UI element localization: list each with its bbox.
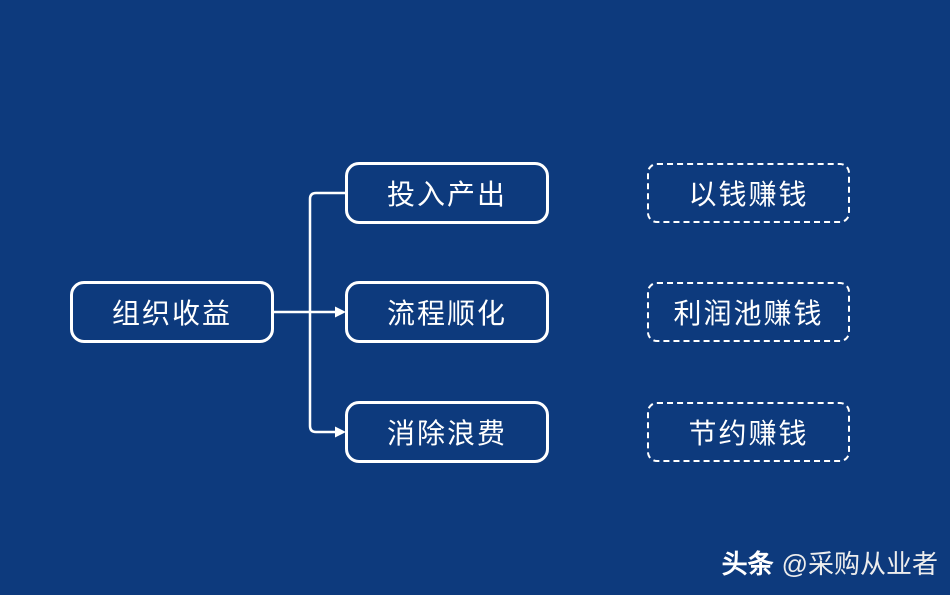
watermark-handle: @采购从业者 [781, 549, 938, 579]
node-outcome-label: 以钱赚钱 [688, 179, 809, 210]
node-branch-waste: 消除浪费 [345, 401, 549, 463]
node-branch-label: 消除浪费 [386, 418, 507, 449]
node-root-label: 组织收益 [111, 298, 232, 329]
node-outcome-label: 节约赚钱 [688, 418, 809, 449]
connector-trunk [308, 191, 345, 434]
node-outcome-money: 以钱赚钱 [647, 163, 850, 223]
node-outcome-label: 利润池赚钱 [673, 298, 824, 329]
node-branch-process: 流程顺化 [345, 281, 549, 343]
node-branch-label: 投入产出 [386, 179, 507, 210]
node-outcome-saving: 节约赚钱 [647, 402, 850, 462]
watermark: 头条@采购从业者 [722, 544, 938, 581]
watermark-brand: 头条 [721, 549, 774, 579]
node-outcome-profit-pool: 利润池赚钱 [647, 282, 850, 342]
node-branch-label: 流程顺化 [386, 298, 507, 329]
node-branch-input-output: 投入产出 [345, 162, 549, 224]
node-root: 组织收益 [70, 281, 274, 343]
